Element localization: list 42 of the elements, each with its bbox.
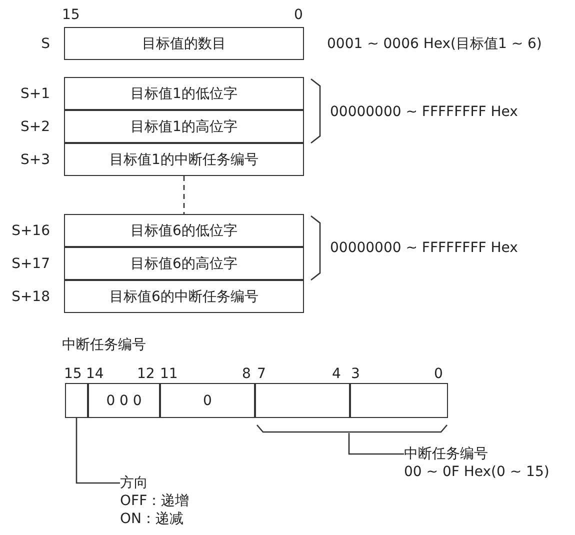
leader-line: [348, 433, 404, 455]
bit-number: 0: [294, 7, 303, 23]
register-word: 目标值6的高位字: [64, 247, 304, 280]
bit-number: 3: [351, 366, 360, 382]
address-label: S+2: [20, 119, 50, 135]
bit-number: 15: [64, 366, 82, 382]
address-label: S+16: [12, 223, 50, 239]
bit-number: 12: [137, 366, 155, 382]
register-word: 目标值1的高位字: [64, 110, 304, 143]
callout-text: ON：递减: [120, 510, 184, 528]
value-range: 00000000 ~ FFFFFFFF Hex: [330, 104, 518, 120]
address-label: S: [41, 36, 50, 52]
value-range: 00000000 ~ FFFFFFFF Hex: [330, 240, 518, 256]
register-word: 目标值6的中断任务编号: [64, 280, 304, 313]
register-word: 目标值6的低位字: [64, 214, 304, 247]
bit-number: 7: [257, 366, 266, 382]
bit-number: 11: [160, 366, 178, 382]
address-label: S+1: [20, 86, 50, 102]
callout-heading: 中断任务编号: [404, 445, 488, 463]
address-label: S+3: [20, 152, 50, 168]
bit-field: [350, 383, 448, 418]
dashed-connector: [183, 176, 185, 214]
address-label: S+17: [12, 256, 50, 272]
callout-text: 00 ~ 0F Hex(0 ~ 15): [404, 463, 550, 481]
bit-number: 15: [62, 7, 80, 23]
bit-field: [65, 383, 88, 418]
leader-line: [76, 418, 120, 484]
callout-heading: 方向: [120, 474, 148, 492]
value-range: 0001 ~ 0006 Hex(目标值1 ~ 6): [327, 36, 542, 52]
bit-number: 0: [434, 366, 443, 382]
register-word: 目标值1的中断任务编号: [64, 143, 304, 176]
bit-field: 0: [160, 383, 255, 418]
register-word: 目标值的数目: [64, 27, 304, 60]
bit-number: 4: [332, 366, 341, 382]
address-label: S+18: [12, 289, 50, 305]
callout-text: OFF：递增: [120, 492, 190, 510]
section-heading: 中断任务编号: [62, 337, 146, 353]
register-word: 目标值1的低位字: [64, 77, 304, 110]
bit-number: 8: [242, 366, 251, 382]
bit-number: 14: [86, 366, 104, 382]
bit-field: [255, 383, 350, 418]
bit-field: 0 0 0: [88, 383, 160, 418]
